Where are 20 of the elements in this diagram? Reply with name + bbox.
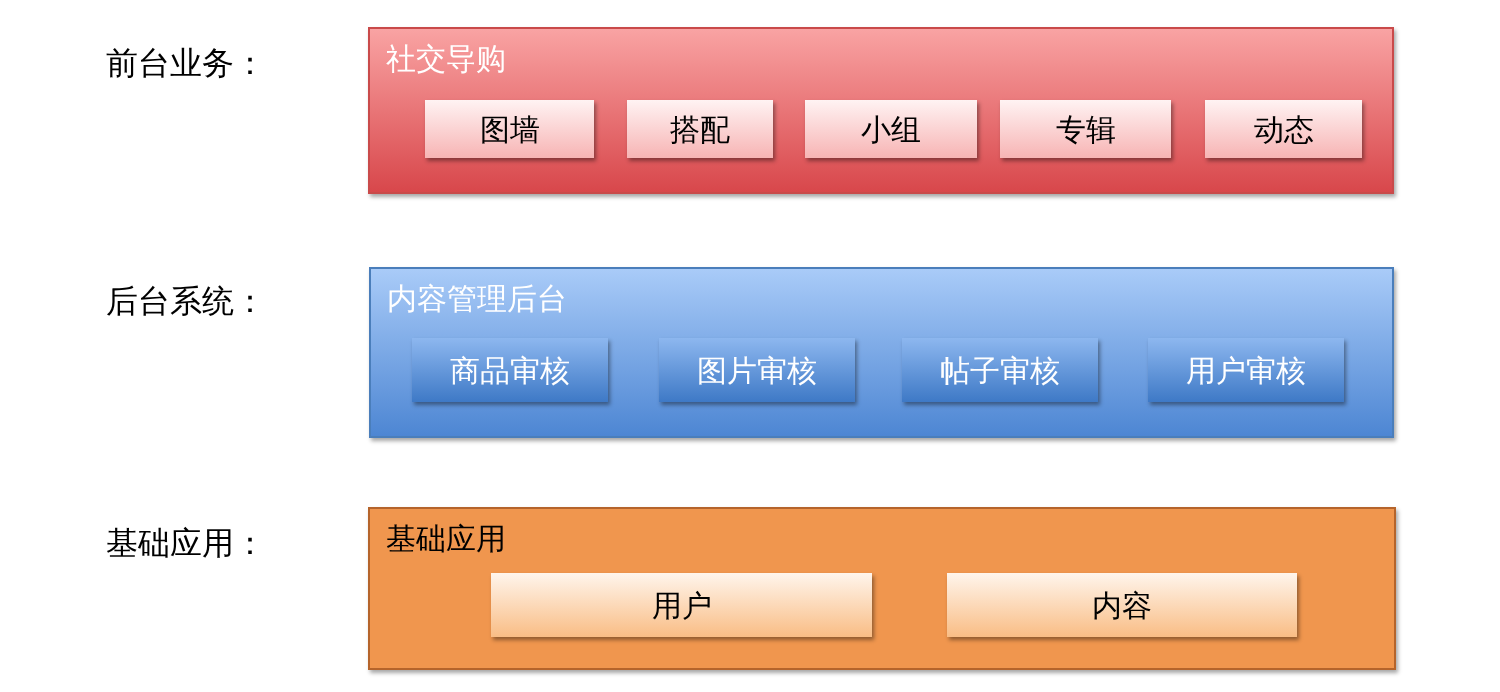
module-box: 用户: [491, 573, 872, 637]
module-box: 商品审核: [412, 338, 608, 402]
band-heading: 基础应用: [386, 521, 506, 557]
layer-label: 前台业务：: [106, 44, 266, 82]
module-box: 图片审核: [659, 338, 855, 402]
module-box: 图墙: [425, 100, 594, 158]
module-box: 专辑: [1000, 100, 1171, 158]
layer-label: 基础应用：: [106, 524, 266, 562]
module-box: 帖子审核: [902, 338, 1098, 402]
module-box: 动态: [1205, 100, 1362, 158]
module-box: 小组: [805, 100, 977, 158]
layer-band: [368, 27, 1394, 194]
module-box: 用户审核: [1148, 338, 1344, 402]
band-heading: 内容管理后台: [387, 281, 567, 317]
layer-band: [368, 507, 1396, 670]
module-box: 内容: [947, 573, 1297, 637]
layer-label: 后台系统：: [106, 282, 266, 320]
band-heading: 社交导购: [386, 41, 506, 77]
layer-band: [369, 267, 1394, 438]
module-box: 搭配: [627, 100, 773, 158]
